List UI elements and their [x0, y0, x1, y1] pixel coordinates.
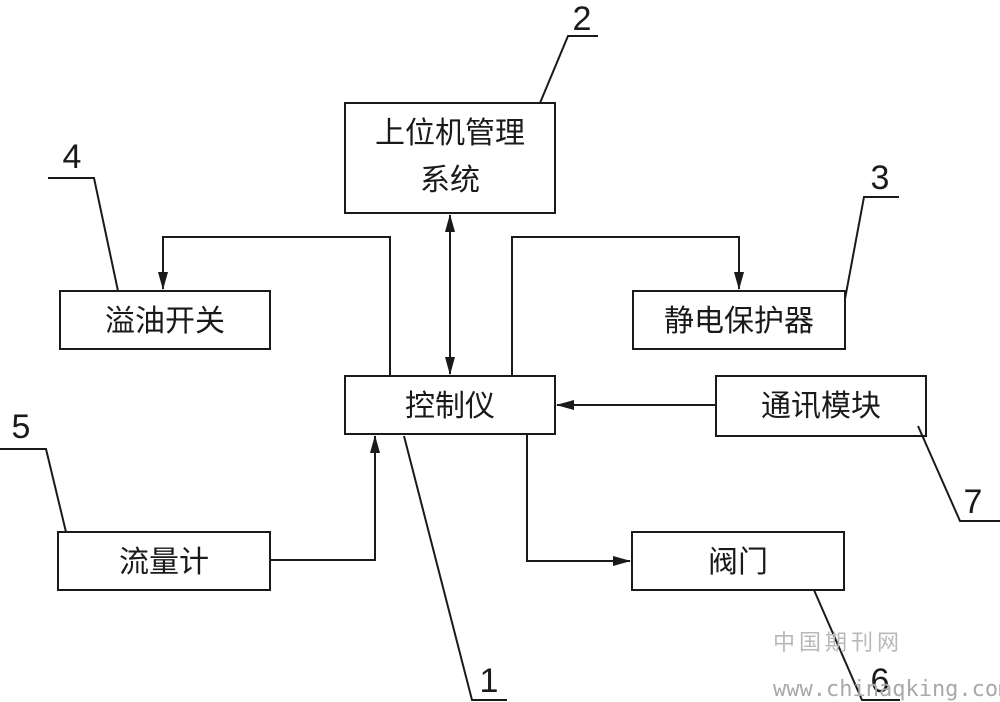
- comm-module-label: 通讯模块: [761, 389, 881, 424]
- controller-block: 控制仪: [344, 375, 556, 435]
- callout-7-leader: [917, 425, 1000, 522]
- flowmeter-block: 流量计: [57, 531, 271, 591]
- callout-1-leader: [403, 435, 507, 701]
- host-system-label-line1: 上位机管理: [375, 116, 525, 151]
- valve-box: [631, 531, 845, 591]
- watermark-url: www.chinaqking.com: [773, 677, 1000, 702]
- flowmeter-box: [57, 531, 271, 591]
- overflow-switch-label: 溢油开关: [105, 304, 225, 339]
- valve-block: 阀门: [631, 531, 845, 591]
- controller-to-valve-link: [526, 434, 631, 566]
- callout-5-leader: [0, 448, 67, 533]
- controller-to-static-protector-link: [511, 236, 744, 376]
- static-protector-block: 静电保护器: [632, 290, 846, 350]
- watermark-site-name: 中国期刊网: [773, 631, 903, 656]
- static-protector-box: [632, 290, 846, 350]
- callout-2-number: 2: [573, 0, 592, 38]
- flowmeter-label: 流量计: [119, 545, 209, 580]
- callout-2-leader: [539, 35, 598, 104]
- host-system-block: 上位机管理 系统: [344, 102, 556, 214]
- callout-1-number: 1: [480, 662, 499, 700]
- comm-module-box: [715, 375, 927, 437]
- callout-6-number: 6: [871, 662, 890, 700]
- callout-7-number: 7: [964, 483, 983, 521]
- callout-4-number: 4: [63, 138, 82, 176]
- overflow-switch-block: 溢油开关: [59, 290, 271, 350]
- callout-6-leader: [813, 589, 900, 701]
- callout-5-number: 5: [12, 408, 31, 446]
- flowmeter-to-controller-link: [270, 435, 380, 561]
- controller-box: [344, 375, 556, 435]
- controller-label: 控制仪: [405, 389, 495, 424]
- callout-4-leader: [48, 177, 119, 292]
- valve-label: 阀门: [708, 545, 768, 580]
- host-system-label-line2: 系统: [420, 163, 480, 198]
- comm-module-block: 通讯模块: [715, 375, 927, 437]
- overflow-switch-box: [59, 290, 271, 350]
- host-system-box: [344, 102, 556, 214]
- controller-to-overflow-switch-link: [158, 236, 391, 376]
- callout-3-number: 3: [871, 159, 890, 197]
- static-protector-label: 静电保护器: [664, 304, 814, 339]
- callout-3-leader: [844, 196, 899, 300]
